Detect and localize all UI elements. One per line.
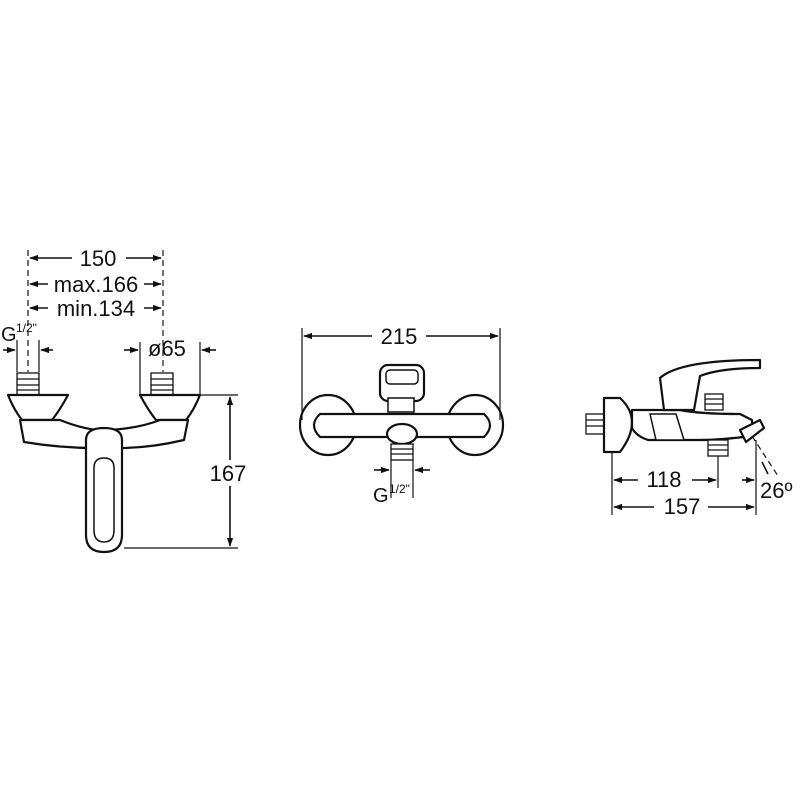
dim-label-167: 167 (210, 461, 247, 486)
mixer-body-plan (298, 363, 505, 461)
dim-label-215: 215 (381, 324, 418, 349)
mixer-body-front (6, 372, 202, 554)
side-view: 118 157 26º (585, 358, 793, 520)
plan-view: 215 G 1/2" (298, 322, 505, 507)
dim-label-diameter: ø65 (148, 336, 186, 361)
thread-label-fraction-plan: 1/2" (389, 482, 410, 496)
thread-label-g: G (1, 324, 17, 346)
thread-label-fraction: 1/2" (16, 321, 37, 335)
dim-label-angle: 26º (760, 478, 793, 503)
thread-label-g-plan: G (373, 485, 389, 507)
dim-label-min: min.134 (57, 296, 135, 321)
mixer-body-side (585, 358, 766, 457)
dim-label-118: 118 (646, 467, 681, 492)
front-view: 150 max.166 min.134 G 1/2" ø65 167 (1, 244, 252, 554)
dim-label-157: 157 (664, 494, 701, 519)
dim-label-150: 150 (80, 246, 117, 271)
dim-label-max: max.166 (54, 272, 138, 297)
